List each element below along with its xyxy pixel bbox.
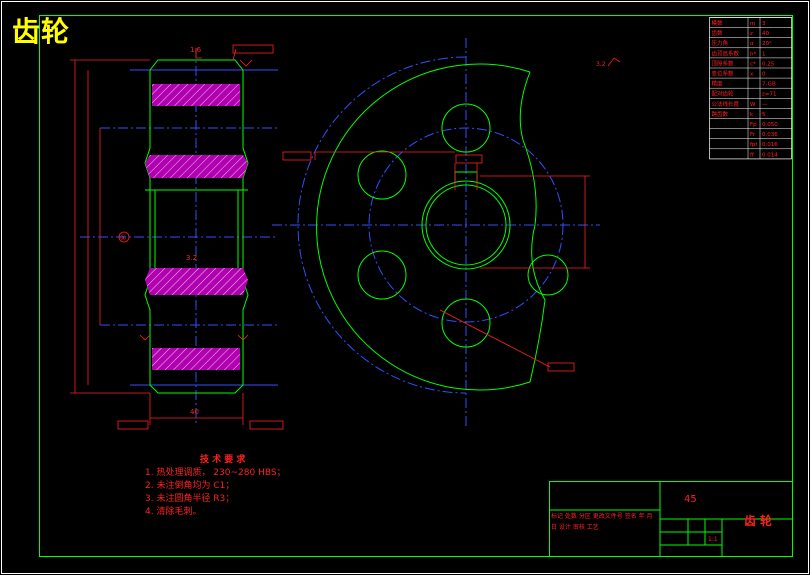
title-block [549, 481, 793, 557]
param-cell: W [750, 102, 756, 108]
param-cell: α [750, 41, 754, 47]
param-cell: 顶隙系数 [712, 59, 735, 67]
param-cell: 齿数 [712, 29, 724, 37]
bore-hint-label: 3.2 [186, 254, 197, 262]
param-cell: 齿顶高系数 [712, 49, 740, 57]
scale-label: 1:1 [708, 536, 718, 543]
param-cell: 0.25 [762, 61, 775, 67]
hatch-band-4 [152, 348, 240, 370]
param-cell: x [750, 72, 754, 78]
param-cell: 0 [762, 72, 766, 78]
hatch-band-1 [152, 84, 240, 106]
param-cell: 公法线长度 [712, 100, 740, 108]
param-cell: 精度 [712, 80, 724, 88]
title-block-cell: 标记 [551, 513, 565, 520]
hatch-band-3 [145, 268, 248, 295]
param-cell: 0.036 [762, 132, 778, 138]
param-cell: 1 [762, 51, 766, 57]
title-block-cell: 处数 [564, 513, 579, 520]
tech-req-heading: 技 术 要 求 [200, 455, 246, 465]
title-block-cell: 更改文件号 [592, 513, 625, 520]
title-block-cell: 工艺 [586, 524, 599, 531]
gear-section-view: 1.6 ① 3.2 40 [70, 44, 284, 430]
datum-label: ① [120, 234, 126, 242]
title-block-rows: 标记 处数 分区 更改文件号 签名 年 月 日 设计 审核 工艺 [551, 511, 657, 533]
param-cell: ff [750, 152, 754, 158]
param-table: 模数 m 3 齿数 z 40 压力角 α 20° 齿顶高系数 h* 1 顶隙系数 c* 0.25 变位系数 x 0… [709, 17, 792, 160]
datum-circle [118, 231, 130, 243]
param-cell: 变位系数 [712, 70, 735, 78]
right-tol-label: 3.2 [596, 61, 606, 68]
hatch-band-2 [145, 155, 248, 178]
part-name: 齿 轮 [744, 514, 773, 528]
tech-requirements: 技 术 要 求 1. 热处理调质， 230~280 HBS； 2. 未注倒角均为… [145, 454, 286, 519]
param-cell: 配对齿轮 [712, 90, 735, 98]
param-cell: fpt [750, 142, 758, 148]
tol-label: 1.6 [190, 46, 202, 54]
param-cell: Fr [750, 132, 756, 138]
param-cell: 7-GB [762, 82, 776, 88]
param-cell: c* [750, 61, 756, 67]
title-block-cell: 签名 [624, 513, 639, 520]
param-cell: z [750, 31, 753, 37]
param-cell: 40 [762, 31, 769, 37]
inner-frame [39, 15, 793, 557]
param-cell: 模数 [712, 19, 724, 27]
param-cell: m [750, 21, 755, 27]
param-cell: 3 [762, 21, 766, 27]
drawing-title: 齿轮 [12, 15, 71, 48]
param-cell: 跨齿数 [712, 110, 729, 118]
title-block-cell: 分区 [578, 513, 593, 520]
param-cell: 20° [762, 41, 772, 47]
tech-req-item: 4. 清除毛刺。 [145, 507, 202, 517]
width-label: 40 [190, 408, 199, 416]
title-block-cell: 审核 [572, 524, 587, 531]
title-block-cell: 年 月 日 [551, 513, 653, 531]
param-cell: 压力角 [712, 39, 729, 47]
param-cell: h* [750, 51, 756, 57]
tech-req-item: 1. 热处理调质， 230~280 HBS； [145, 468, 286, 478]
gear-front-view: 3.2 [272, 38, 621, 428]
param-cell: 0.016 [762, 142, 778, 148]
material-label: 45 [684, 494, 697, 505]
title-block-cell: 设计 [558, 524, 573, 531]
param-cell: 5 [762, 112, 766, 118]
param-cell: k [750, 112, 754, 118]
param-cell: z=71 [762, 92, 777, 98]
tech-req-item: 3. 未注圆角半径 R3； [145, 494, 235, 504]
tech-req-item: 2. 未注倒角均为 C1； [145, 481, 235, 491]
param-cell: — [762, 102, 768, 108]
param-cell: Fp [750, 122, 757, 128]
param-cell: 0.050 [762, 122, 778, 128]
param-cell: 0.014 [762, 152, 778, 158]
